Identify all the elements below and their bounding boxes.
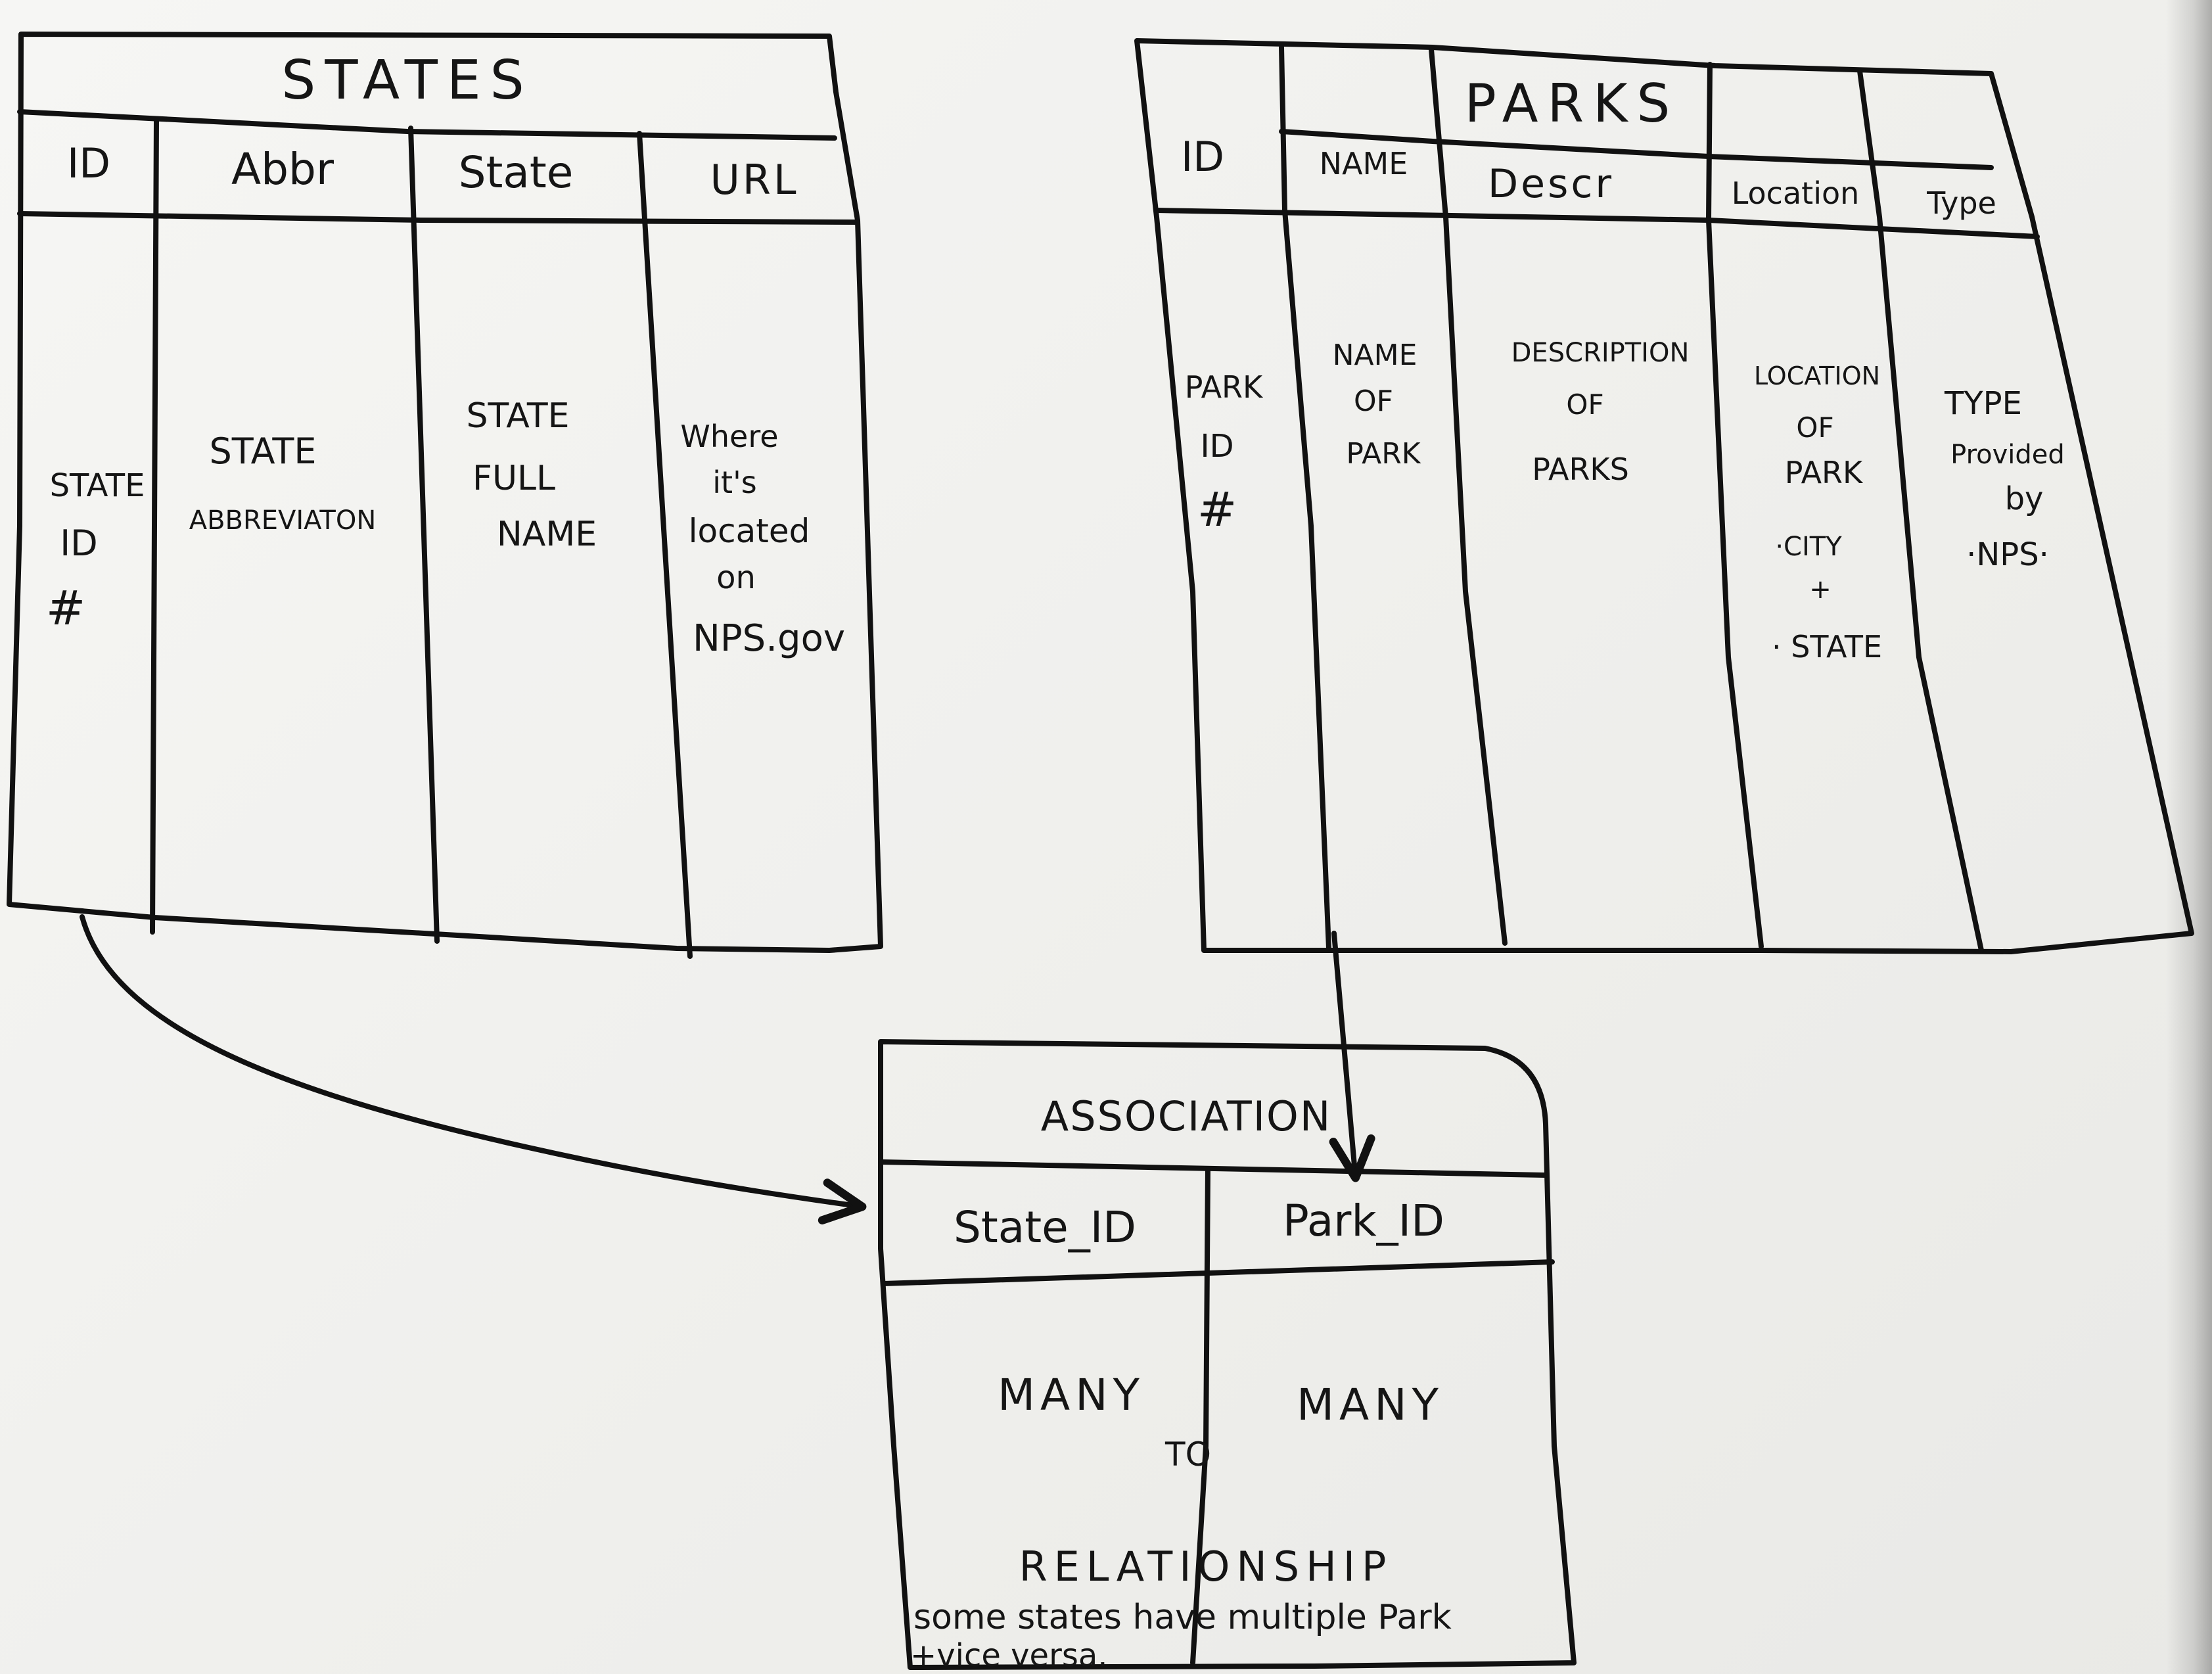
parks-id-desc-2: ID (1200, 428, 1233, 465)
parks-header-name: NAME (1320, 146, 1408, 181)
parks-type-desc-2: Provided (1950, 440, 2065, 470)
states-col-divider-3 (637, 131, 693, 959)
parks-type-desc-4: ·NPS· (1966, 536, 2049, 573)
parks-name-desc-3: PARK (1346, 437, 1421, 471)
parks-col-divider-4 (1857, 68, 1984, 953)
association-table: ASSOCIATION State_ID Park_ID MANY MANY T… (878, 1039, 1577, 1674)
parks-location-desc-1: LOCATION (1754, 361, 1880, 390)
states-header-id: ID (67, 139, 110, 187)
parks-header-type: Type (1926, 185, 1996, 221)
states-table-outline (7, 32, 883, 953)
states-col-divider-2 (408, 126, 440, 944)
parks-type-desc-1: TYPE (1944, 385, 2022, 422)
parks-title: PARKS (1465, 73, 1680, 134)
states-header-state: State (459, 147, 574, 198)
states-title-divider (17, 109, 837, 141)
parks-name-desc-1: NAME (1333, 338, 1417, 372)
association-many-left: MANY (998, 1370, 1145, 1420)
association-header-park-id: Park_ID (1283, 1196, 1444, 1246)
states-state-desc-1: STATE (467, 396, 570, 436)
paper-shadow-edge (2166, 0, 2212, 1674)
states-abbr-desc-2: ABBREVIATON (189, 505, 377, 536)
association-table-outline (878, 1039, 1577, 1670)
states-url-desc-3: located (689, 512, 810, 550)
parks-descr-desc-3: PARKS (1532, 452, 1629, 487)
parks-type-desc-3: by (2005, 480, 2044, 517)
association-col-divider (1190, 1166, 1210, 1665)
parks-descr-desc-1: DESCRIPTION (1511, 338, 1690, 368)
states-table: STATES ID Abbr State URL STATE ID # STAT… (7, 32, 883, 959)
states-url-desc-2: it's (712, 465, 756, 500)
association-title: ASSOCIATION (1041, 1092, 1331, 1140)
parks-location-desc-5: + (1809, 574, 1832, 605)
states-url-desc-4: on (716, 559, 756, 596)
association-many-right: MANY (1297, 1380, 1444, 1430)
parks-col-divider-3 (1706, 62, 1764, 949)
association-title-divider (879, 1159, 1548, 1178)
parks-location-desc-2: OF (1796, 411, 1833, 444)
states-state-desc-3: NAME (497, 515, 597, 554)
parks-table-outline (1134, 38, 2194, 954)
states-url-desc-1: Where (680, 419, 778, 454)
association-relationship-text: RELATIONSHIP (1019, 1543, 1393, 1591)
association-to-text: TO (1164, 1435, 1211, 1474)
parks-table: PARKS ID NAME Descr Location Type PARK I… (1134, 38, 2194, 954)
association-header-state-id: State_ID (954, 1202, 1136, 1253)
states-to-association-arrow (80, 914, 867, 1224)
parks-col-divider-1 (1279, 45, 1331, 951)
states-col-divider-1 (150, 117, 159, 935)
states-header-url: URL (710, 156, 798, 204)
states-url-desc-5: NPS.gov (693, 617, 845, 660)
parks-col-divider-2 (1429, 47, 1508, 946)
states-id-desc-1: STATE (50, 467, 145, 504)
parks-header-descr: Descr (1488, 161, 1614, 207)
states-state-desc-2: FULL (472, 459, 555, 498)
parks-to-association-arrow (1329, 931, 1375, 1182)
parks-location-desc-3: PARK (1785, 455, 1864, 490)
parks-descr-desc-2: OF (1566, 388, 1603, 421)
association-note-line-1: some states have multiple Park (913, 1598, 1452, 1637)
states-id-desc-2: ID (60, 523, 98, 564)
parks-title-divider (1279, 129, 1994, 170)
parks-header-id: ID (1181, 133, 1224, 181)
states-header-divider (17, 211, 860, 225)
parks-id-desc-1: PARK (1185, 369, 1264, 405)
association-note-line-2: +vice versa. (910, 1637, 1108, 1674)
parks-id-desc-3: # (1197, 482, 1237, 537)
parks-location-desc-6: · STATE (1772, 629, 1882, 664)
parks-name-desc-2: OF (1354, 384, 1393, 418)
states-id-desc-3: # (46, 580, 85, 636)
states-abbr-desc-1: STATE (210, 430, 317, 472)
association-header-divider (881, 1259, 1555, 1286)
parks-header-location: Location (1732, 175, 1860, 211)
parks-location-desc-4: ·CITY (1775, 532, 1842, 562)
states-header-abbr: Abbr (231, 144, 334, 195)
states-title: STATES (281, 49, 533, 112)
